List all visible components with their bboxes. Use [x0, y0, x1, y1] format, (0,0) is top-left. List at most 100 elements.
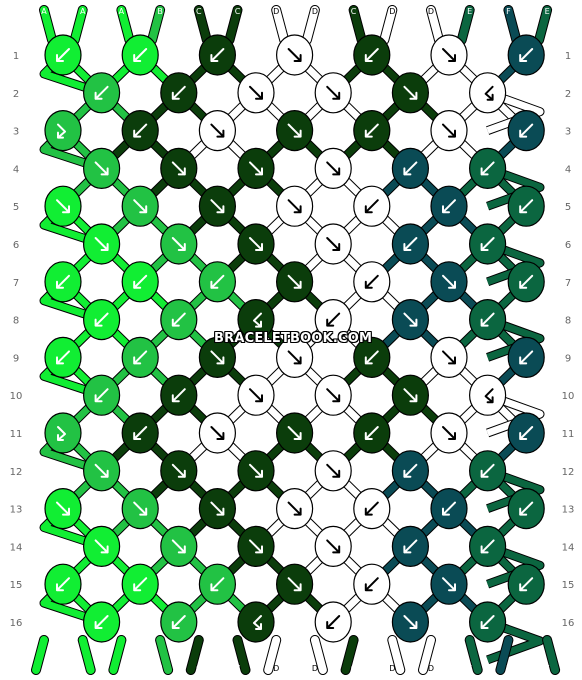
row-label-left: 9: [13, 353, 19, 364]
knot-arrow-icon: [171, 615, 186, 629]
knot-arrow-icon: [171, 237, 186, 251]
row-label-right: 6: [565, 240, 571, 251]
bottom-strand-label: A: [41, 664, 47, 673]
knot-arrow-icon: [403, 615, 418, 629]
knot-arrow-icon: [249, 388, 263, 403]
knot-arrow-icon: [171, 463, 186, 478]
top-strand-label: E: [467, 7, 472, 16]
strand-end: [465, 636, 482, 674]
bottom-strand-label: C: [196, 664, 202, 673]
knot-arrow-icon: [133, 48, 148, 62]
strand-end: [156, 636, 173, 674]
knot-arrow-icon: [364, 123, 379, 138]
knot-arrow-icon: [253, 312, 262, 328]
strand-end: [457, 6, 474, 44]
knot-arrow-icon: [287, 123, 302, 138]
knot-arrow-icon: [57, 426, 66, 441]
row-label-left: 13: [10, 505, 23, 516]
strand-end: [186, 636, 203, 674]
row-label-left: 3: [13, 127, 19, 138]
knot-arrow-icon: [94, 237, 109, 251]
bottom-strand-label: A: [80, 664, 86, 673]
knot-arrow-icon: [56, 577, 70, 592]
knot-arrow-icon: [403, 463, 418, 478]
knot-arrow-icon: [171, 312, 186, 327]
row-label-right: 16: [562, 618, 575, 629]
knot-arrow-icon: [287, 48, 302, 62]
knot-arrow-icon: [56, 350, 70, 365]
knot-arrow-icon: [133, 350, 148, 365]
knot-arrow-icon: [171, 539, 186, 554]
knot-arrow-icon: [94, 161, 109, 176]
watermark-text: BRACELETBOOK.COM: [214, 331, 373, 346]
knot-arrow-icon: [253, 615, 262, 630]
row-label-right: 8: [565, 316, 571, 327]
knot-arrow-icon: [287, 501, 302, 516]
knot-arrow-icon: [519, 577, 534, 592]
strand-end: [117, 6, 134, 44]
top-strand-label: C: [235, 7, 241, 16]
row-label-right: 3: [565, 127, 571, 138]
knot-arrow-icon: [519, 426, 534, 440]
knot-arrow-icon: [210, 350, 225, 365]
knot-arrow-icon: [210, 426, 225, 440]
knot-arrow-icon: [442, 199, 456, 214]
knot-arrow-icon: [364, 350, 379, 365]
row-label-right: 4: [565, 164, 571, 175]
strand-end: [264, 636, 281, 674]
knot-arrow-icon: [171, 85, 186, 100]
row-label-left: 2: [13, 89, 19, 100]
row-label-right: 13: [562, 505, 575, 516]
top-strand-label: D: [273, 7, 279, 16]
knot-arrow-icon: [56, 501, 70, 516]
knot-arrow-icon: [403, 539, 418, 554]
strand-end: [32, 636, 48, 674]
knot-arrow-icon: [287, 274, 302, 289]
bottom-strand-label: D: [273, 664, 279, 673]
row-label-right: 10: [562, 391, 575, 402]
knot-arrow-icon: [519, 199, 534, 214]
knot-arrow-icon: [442, 274, 456, 289]
knot-arrow-icon: [326, 463, 341, 478]
knot-arrow-icon: [56, 274, 70, 289]
knot-arrow-icon: [364, 199, 379, 214]
knot-arrow-icon: [442, 426, 456, 440]
knot-arrow-icon: [326, 388, 341, 403]
strand-end: [148, 6, 165, 44]
knot-arrow-icon: [56, 199, 70, 214]
knot-arrow-icon: [364, 426, 379, 440]
knot-arrow-icon: [442, 48, 456, 62]
knot-arrow-icon: [287, 577, 302, 592]
knot-arrow-icon: [480, 615, 495, 629]
knot-arrow-icon: [171, 388, 186, 403]
knot-arrow-icon: [133, 577, 148, 592]
strand-end: [496, 636, 513, 674]
strand-end: [302, 6, 319, 44]
bottom-strand-label: B: [157, 664, 163, 673]
knot-arrow-icon: [480, 539, 495, 554]
row-label-right: 15: [562, 580, 575, 591]
row-label-left: 16: [10, 618, 23, 629]
knot-arrow-icon: [210, 501, 225, 516]
strand-end: [194, 6, 211, 44]
knot-arrow-icon: [480, 312, 495, 327]
strand-end: [535, 6, 552, 44]
top-strand-label: D: [312, 7, 318, 16]
knot-arrow-icon: [326, 237, 341, 251]
top-strand-label: D: [389, 7, 395, 16]
knot-arrow-icon: [94, 615, 109, 629]
knot-arrow-icon: [249, 85, 263, 100]
knot-arrow-icon: [364, 501, 379, 516]
knot-arrow-icon: [403, 312, 418, 327]
strand-end: [310, 636, 327, 674]
row-label-left: 1: [13, 51, 19, 62]
knot-arrow-icon: [287, 199, 302, 214]
knot-arrow-icon: [403, 237, 418, 251]
bottom-strand-label: A: [119, 664, 125, 673]
row-label-left: 8: [13, 316, 19, 327]
knot-arrow-icon: [484, 388, 494, 404]
row-label-left: 6: [13, 240, 19, 251]
knot-arrow-icon: [56, 48, 70, 62]
